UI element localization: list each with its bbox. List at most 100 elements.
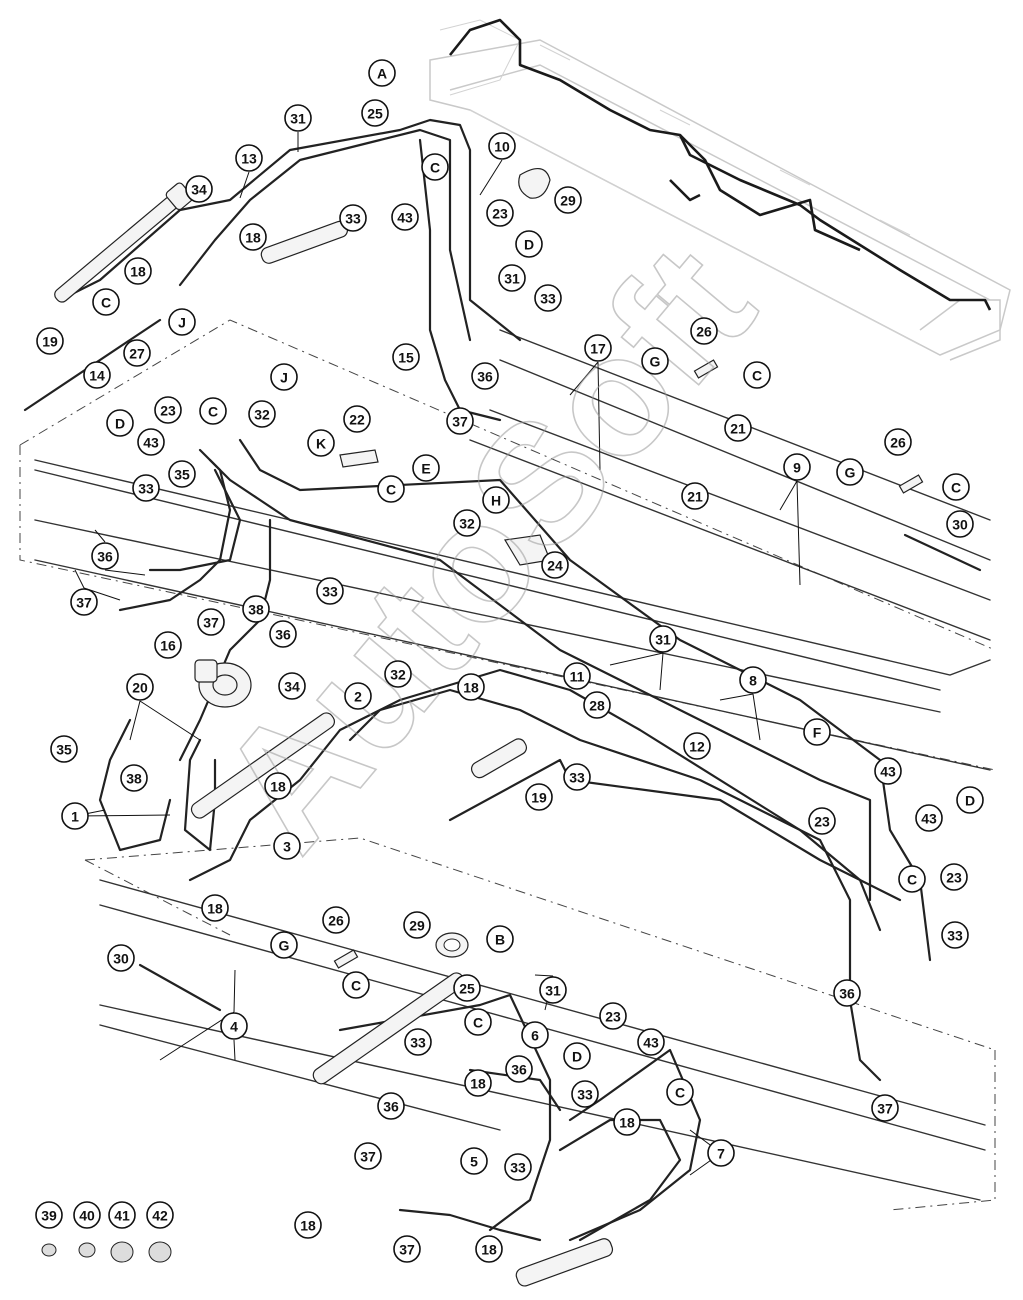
cylinder-mid — [260, 220, 349, 264]
callout-circle — [391, 203, 419, 231]
callout-circle — [898, 865, 926, 893]
callout-34: 34 — [185, 175, 213, 203]
lift-cylinder-left — [190, 712, 336, 819]
callout-circle — [270, 931, 298, 959]
callout-label: C — [752, 368, 762, 384]
callout-7: 7 — [707, 1139, 735, 1167]
callout-label: 24 — [547, 558, 563, 574]
callout-label: 26 — [890, 435, 906, 451]
callout-circle — [471, 362, 499, 390]
gasket-29-upper — [518, 168, 551, 199]
callout-circle — [83, 361, 111, 389]
callout-22: 22 — [343, 405, 371, 433]
callout-circle — [120, 764, 148, 792]
callout-circle — [61, 802, 89, 830]
callout-label: 38 — [248, 602, 264, 618]
callout-label: 42 — [152, 1208, 168, 1224]
callout-27: 27 — [123, 339, 151, 367]
callout-label: J — [178, 315, 186, 331]
callout-circle — [197, 608, 225, 636]
callout-D: D — [956, 786, 984, 814]
callout-label: 4 — [230, 1019, 238, 1035]
callout-label: 32 — [254, 407, 270, 423]
callout-label: A — [377, 66, 387, 82]
clamp-26-lower — [333, 949, 359, 969]
callout-26: 26 — [322, 906, 350, 934]
clamp-26-right — [898, 474, 924, 494]
callout-label: F — [813, 725, 822, 741]
callout-2: 2 — [344, 682, 372, 710]
callout-38: 38 — [120, 764, 148, 792]
callout-label: 31 — [545, 983, 561, 999]
callout-33: 33 — [316, 577, 344, 605]
callout-9: 9 — [783, 453, 811, 481]
callout-circle — [946, 510, 974, 538]
callout-label: G — [279, 938, 290, 954]
callout-circle — [168, 308, 196, 336]
callout-18: 18 — [201, 894, 229, 922]
upper-tube-group — [34, 329, 991, 771]
callout-6: 6 — [521, 1021, 549, 1049]
callout-26: 26 — [884, 428, 912, 456]
callout-label: 25 — [367, 106, 383, 122]
callout-circle — [50, 735, 78, 763]
callout-circle — [833, 979, 861, 1007]
callout-label: 34 — [284, 679, 300, 695]
callout-label: 10 — [494, 139, 510, 155]
callout-label: 18 — [270, 779, 286, 795]
callout-circle — [460, 1147, 488, 1175]
callout-label: 18 — [463, 680, 479, 696]
callout-circle — [307, 429, 335, 457]
callout-label: 39 — [41, 1208, 57, 1224]
callout-33: 33 — [504, 1153, 532, 1181]
callout-label: 37 — [399, 1242, 415, 1258]
rod-14 — [23, 318, 162, 412]
callout-circle — [384, 660, 412, 688]
callout-label: 26 — [696, 324, 712, 340]
callout-18: 18 — [264, 772, 292, 800]
callout-circle — [743, 361, 771, 389]
callout-circle — [563, 1042, 591, 1070]
callout-label: 2 — [354, 689, 362, 705]
callout-C: C — [666, 1078, 694, 1106]
wiring-harness — [448, 18, 992, 311]
callout-label: 11 — [570, 669, 585, 685]
callout-label: 14 — [89, 368, 105, 384]
callout-label: 19 — [531, 790, 547, 806]
callout-18: 18 — [239, 223, 267, 251]
callout-34: 34 — [278, 672, 306, 700]
callout-43: 43 — [637, 1028, 665, 1056]
callout-label: D — [524, 237, 534, 253]
callout-label: 3 — [283, 839, 291, 855]
callout-circle — [270, 363, 298, 391]
callout-label: G — [845, 465, 856, 481]
callout-circle — [486, 925, 514, 953]
callout-circle — [874, 757, 902, 785]
callout-J: J — [270, 363, 298, 391]
callout-label: 18 — [300, 1218, 316, 1234]
callout-D: D — [515, 230, 543, 258]
callout-circle — [724, 414, 752, 442]
callout-label: 21 — [730, 421, 746, 437]
callout-circle — [871, 1094, 899, 1122]
callout-37: 37 — [70, 588, 98, 616]
clamp-26-upper — [693, 359, 719, 379]
callout-circle — [486, 199, 514, 227]
callout-29: 29 — [403, 911, 431, 939]
callout-circle — [412, 454, 440, 482]
callout-circle — [681, 482, 709, 510]
hydraulic-motor — [194, 659, 252, 708]
cylinder-center — [470, 738, 528, 779]
callout-label: 29 — [560, 193, 576, 209]
callout-33: 33 — [571, 1080, 599, 1108]
callout-circle — [124, 257, 152, 285]
callout-C: C — [342, 971, 370, 999]
callout-label: 22 — [349, 412, 365, 428]
callout-circle — [446, 407, 474, 435]
callout-A: A — [368, 59, 396, 87]
callout-circle — [613, 1108, 641, 1136]
callout-label: 30 — [113, 951, 129, 967]
callout-36: 36 — [833, 979, 861, 1007]
